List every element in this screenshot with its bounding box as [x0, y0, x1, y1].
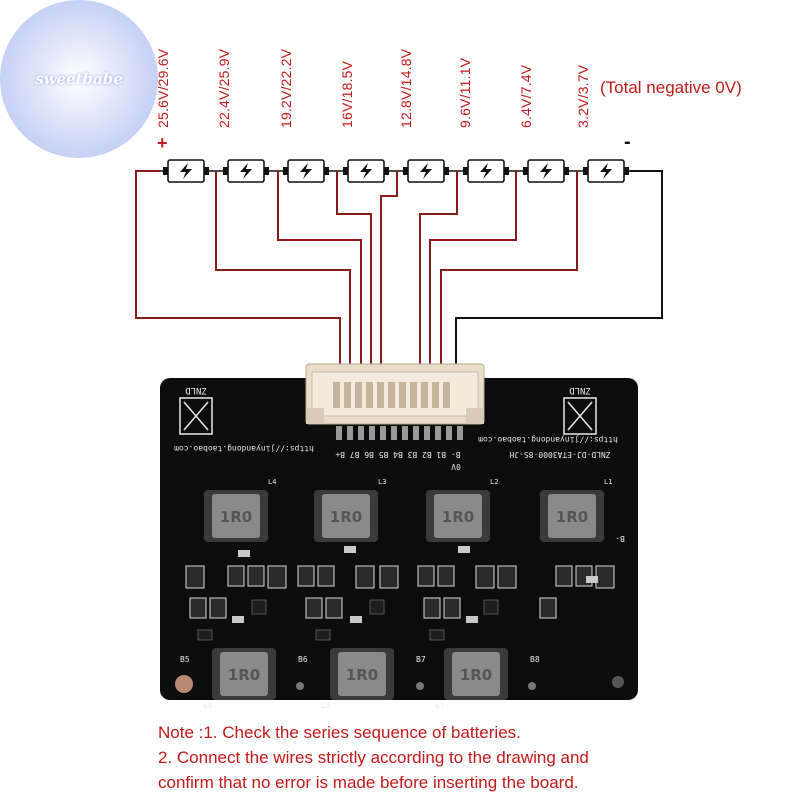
battery-bolt-icon — [342, 159, 390, 183]
solder-pad — [416, 682, 424, 690]
battery-bolt-icon — [462, 159, 510, 183]
negative-terminal-sign: - — [624, 131, 631, 153]
board-logo-left: ZNLD — [179, 385, 213, 435]
inductor-label: L2 — [490, 478, 498, 486]
inductor: 1R0 — [330, 648, 394, 700]
wire-b4 — [380, 171, 398, 370]
board-model: ZNLD-DJ-ETA3000-8S-JH — [509, 450, 610, 459]
battery-bolt-icon — [222, 159, 270, 183]
wire-b3 — [419, 171, 458, 370]
wire-b6 — [277, 171, 362, 370]
svg-text:1R0: 1R0 — [556, 508, 588, 526]
wire-b-minus — [455, 170, 663, 370]
inductor: 1R0 — [540, 490, 604, 542]
svg-text:1R0: 1R0 — [228, 666, 260, 684]
inductor: 1R0 — [212, 648, 276, 700]
inductor: 1R0 — [204, 490, 268, 542]
pad-label: B5 — [180, 655, 190, 664]
logo-text: ZNLD — [569, 385, 591, 395]
battery-bolt-icon — [582, 159, 630, 183]
solder-pad — [296, 682, 304, 690]
pad-label: B7 — [416, 655, 426, 664]
inductor-label: L7 — [436, 702, 444, 710]
zero-v-label: 0V — [451, 462, 461, 471]
smd-components — [185, 546, 615, 641]
battery-bolt-icon — [282, 159, 330, 183]
wire-b1 — [440, 171, 578, 370]
battery-bolt-icon — [162, 159, 210, 183]
inductor-label: L4 — [268, 478, 276, 486]
pad-label: B6 — [298, 655, 308, 664]
watermark-logo: sweetbabe — [0, 0, 158, 158]
pad-label: B8 — [530, 655, 540, 664]
b-minus-label: B- — [615, 534, 625, 543]
svg-text:1R0: 1R0 — [330, 508, 362, 526]
note-line: confirm that no error is made before ins… — [158, 773, 579, 792]
positive-terminal-sign: + — [157, 133, 168, 153]
wire-connector — [305, 363, 485, 440]
inductor: 1R0 — [314, 490, 378, 542]
note-line: Note :1. Check the series sequence of ba… — [158, 723, 521, 742]
svg-text:1R0: 1R0 — [346, 666, 378, 684]
watermark-text: sweetbabe — [35, 70, 123, 88]
svg-text:1R0: 1R0 — [220, 508, 252, 526]
wire-b5 — [336, 171, 372, 370]
inductor: 1R0 — [426, 490, 490, 542]
logo-text: ZNLD — [185, 385, 207, 395]
pcb-board: ZNLD ZNLD https://jinyandong.taobao.com … — [160, 363, 638, 710]
board-url-right: https://jinyandong.taobao.com — [478, 435, 618, 444]
inductor-label: L6 — [204, 702, 212, 710]
board-logo-right: ZNLD — [563, 385, 597, 435]
note-line: 2. Connect the wires strictly according … — [158, 748, 589, 767]
wires — [135, 170, 578, 370]
inductor-label: L3 — [378, 478, 386, 486]
svg-text:1R0: 1R0 — [460, 666, 492, 684]
wire-b7 — [215, 171, 351, 370]
svg-text:1R0: 1R0 — [442, 508, 474, 526]
wire-b2 — [429, 171, 517, 370]
board-url-left: https://jinyandong.taobao.com — [174, 444, 314, 453]
solder-pad — [612, 676, 624, 688]
pin-labels: B- B1 B2 B3 B4 B5 B6 B7 B+ — [335, 450, 460, 459]
wire-b-plus — [135, 170, 341, 370]
solder-pad — [175, 675, 193, 693]
battery-bolt-icon — [522, 159, 570, 183]
total-negative-note: (Total negative 0V) — [600, 78, 742, 97]
inductor-label: L1 — [604, 478, 612, 486]
battery-bolt-icon — [402, 159, 450, 183]
inductor-label: L5 — [322, 702, 330, 710]
solder-pad — [528, 682, 536, 690]
assembly-notes: Note :1. Check the series sequence of ba… — [158, 720, 589, 795]
inductor: 1R0 — [444, 648, 508, 700]
